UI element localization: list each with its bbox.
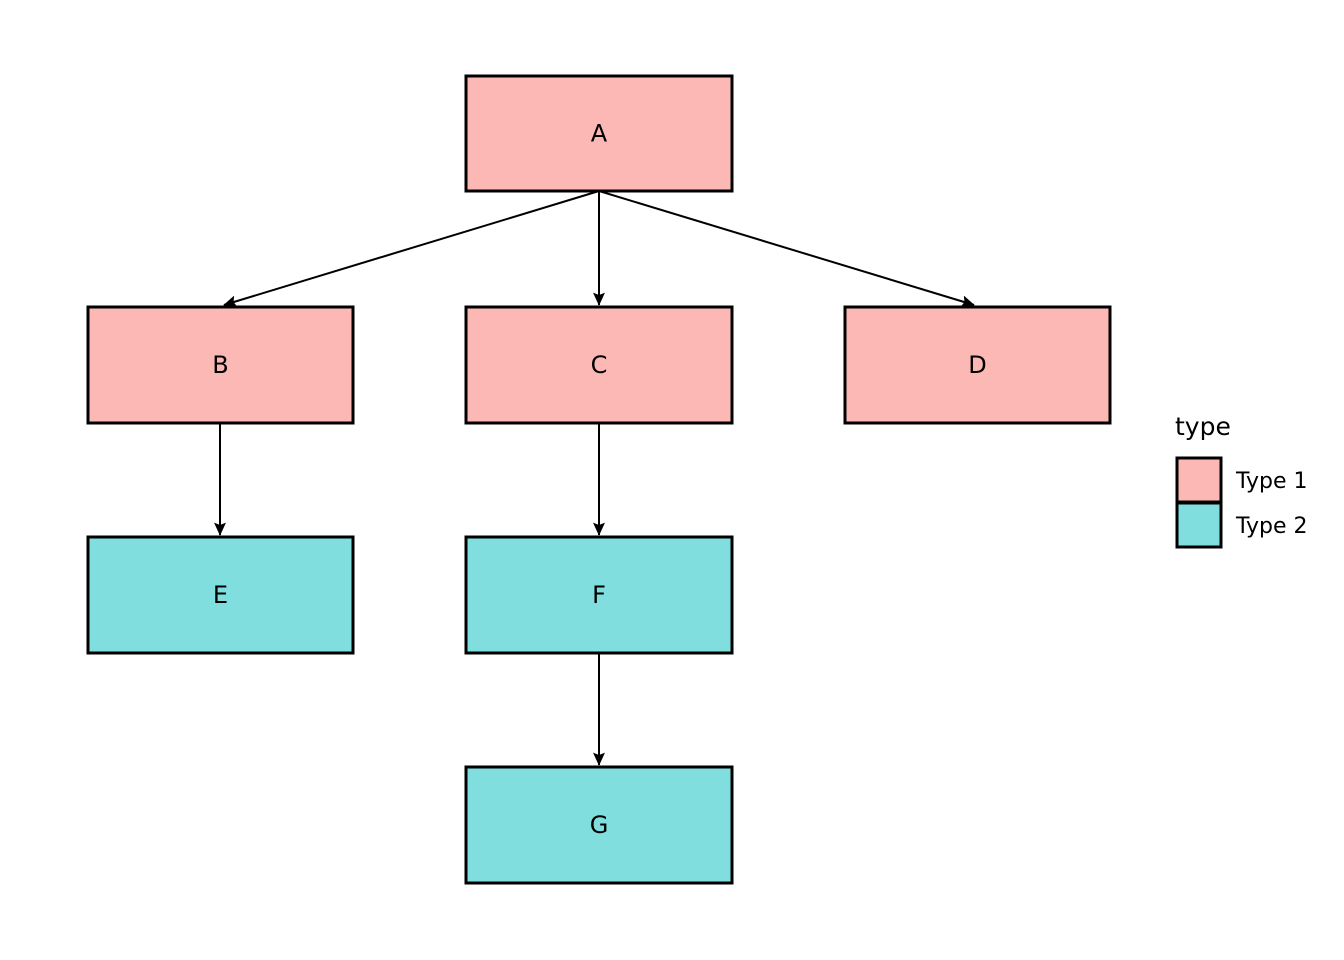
node-box-f[interactable] (464, 535, 734, 655)
node-f[interactable]: F (464, 535, 734, 655)
node-g[interactable]: G (464, 765, 734, 885)
node-box-g[interactable] (464, 765, 734, 885)
legend-item-type-2[interactable]: Type 2 (1175, 501, 1308, 549)
legend-title: type (1175, 412, 1231, 441)
node-label-d: D (968, 351, 986, 379)
node-box-c[interactable] (464, 305, 734, 425)
node-label-b: B (212, 351, 228, 379)
node-label-g: G (590, 811, 609, 839)
node-label-f: F (592, 581, 606, 609)
legend-item-type-1[interactable]: Type 1 (1175, 456, 1308, 504)
node-box-b[interactable] (86, 305, 355, 425)
legend-label-2: Type 2 (1235, 514, 1308, 539)
edges-layer (214, 190, 975, 766)
node-label-e: E (213, 581, 228, 609)
nodes-layer: A B C D E F G (86, 74, 1112, 885)
edge-a-to-b (223, 190, 600, 308)
legend-swatch-2 (1175, 501, 1223, 549)
node-box-e[interactable] (86, 535, 355, 655)
node-box-d[interactable] (843, 305, 1112, 425)
node-box-a[interactable] (464, 74, 734, 193)
edge-a-to-d (598, 190, 975, 308)
legend-label-1: Type 1 (1235, 469, 1308, 494)
node-label-c: C (591, 351, 608, 379)
node-a[interactable]: A (464, 74, 734, 193)
node-d[interactable]: D (843, 305, 1112, 425)
node-b[interactable]: B (86, 305, 355, 425)
node-label-a: A (591, 120, 608, 148)
node-c[interactable]: C (464, 305, 734, 425)
node-e[interactable]: E (86, 535, 355, 655)
legend-swatch-1 (1175, 456, 1223, 504)
